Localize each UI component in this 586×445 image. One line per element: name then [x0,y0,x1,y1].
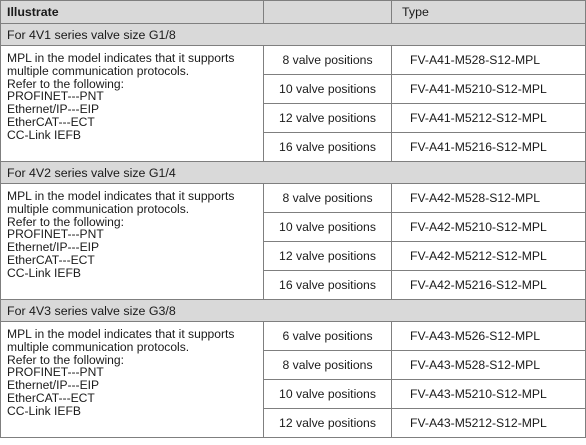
section-header-row: For 4V1 series valve size G1/8 [0,23,586,46]
valve-positions-cell: 10 valve positions [263,379,392,409]
description-line: PROFINET---PNT [7,365,104,380]
section-title: For 4V3 series valve size G3/8 [0,299,586,322]
description-line: Ethernet/IP---EIP [7,240,100,255]
header-type: Type [391,0,586,24]
description-line: CC-Link IEFB [7,265,81,280]
valve-positions-cell: 16 valve positions [263,132,392,162]
description-line: PROFINET---PNT [7,227,104,242]
valve-positions-cell: 16 valve positions [263,270,392,300]
description-line: multiple communication protocols. [7,201,190,216]
model-number-cell: FV-A41-M5210-S12-MPL [391,74,586,104]
description-line: EtherCAT---ECT [7,114,95,129]
section-description: MPL in the model indicates that it suppo… [0,45,264,162]
table-row: MPL in the model indicates that it suppo… [0,321,586,438]
model-number-cell: FV-A42-M5216-S12-MPL [391,270,586,300]
table-row: MPL in the model indicates that it suppo… [0,183,586,300]
section-description: MPL in the model indicates that it suppo… [0,321,264,438]
model-number-cell: FV-A42-M5212-S12-MPL [391,241,586,271]
valve-positions-cell: 8 valve positions [263,183,392,213]
valve-positions-cell: 10 valve positions [263,74,392,104]
model-number-cell: FV-A41-M528-S12-MPL [391,45,586,75]
table-row: MPL in the model indicates that it suppo… [0,45,586,162]
header-empty [263,0,392,24]
section-description: MPL in the model indicates that it suppo… [0,183,264,300]
section-header-row: For 4V2 series valve size G1/4 [0,161,586,184]
model-number-cell: FV-A43-M5212-S12-MPL [391,408,586,438]
model-number-cell: FV-A42-M528-S12-MPL [391,183,586,213]
section-title: For 4V2 series valve size G1/4 [0,161,586,184]
description-line: Ethernet/IP---EIP [7,378,100,393]
description-line: EtherCAT---ECT [7,390,95,405]
description-line: MPL in the model indicates that it suppo… [7,51,235,65]
description-line: EtherCAT---ECT [7,252,95,267]
valve-positions-cell: 8 valve positions [263,45,392,75]
valve-positions-cell: 6 valve positions [263,321,392,351]
section-header-row: For 4V3 series valve size G3/8 [0,299,586,322]
model-number-cell: FV-A43-M528-S12-MPL [391,350,586,380]
valve-positions-cell: 12 valve positions [263,103,392,133]
valve-positions-cell: 10 valve positions [263,212,392,242]
valve-positions-cell: 8 valve positions [263,350,392,380]
description-line: CC-Link IEFB [7,403,81,418]
description-line: Refer to the following: [7,76,124,91]
model-number-cell: FV-A43-M526-S12-MPL [391,321,586,351]
description-line: CC-Link IEFB [7,127,81,142]
header-row: Illustrate Type [0,0,586,24]
description-line: MPL in the model indicates that it suppo… [7,327,235,341]
description-line: MPL in the model indicates that it suppo… [7,189,235,203]
model-number-cell: FV-A42-M5210-S12-MPL [391,212,586,242]
description-line: multiple communication protocols. [7,339,190,354]
valve-positions-cell: 12 valve positions [263,408,392,438]
header-illustrate: Illustrate [0,0,264,24]
model-number-cell: FV-A41-M5212-S12-MPL [391,103,586,133]
model-number-cell: FV-A43-M5210-S12-MPL [391,379,586,409]
section-title: For 4V1 series valve size G1/8 [0,23,586,46]
description-line: Ethernet/IP---EIP [7,102,100,117]
valve-positions-cell: 12 valve positions [263,241,392,271]
description-line: Refer to the following: [7,214,124,229]
model-number-cell: FV-A41-M5216-S12-MPL [391,132,586,162]
description-line: multiple communication protocols. [7,63,190,78]
description-line: PROFINET---PNT [7,89,104,104]
description-line: Refer to the following: [7,352,124,367]
